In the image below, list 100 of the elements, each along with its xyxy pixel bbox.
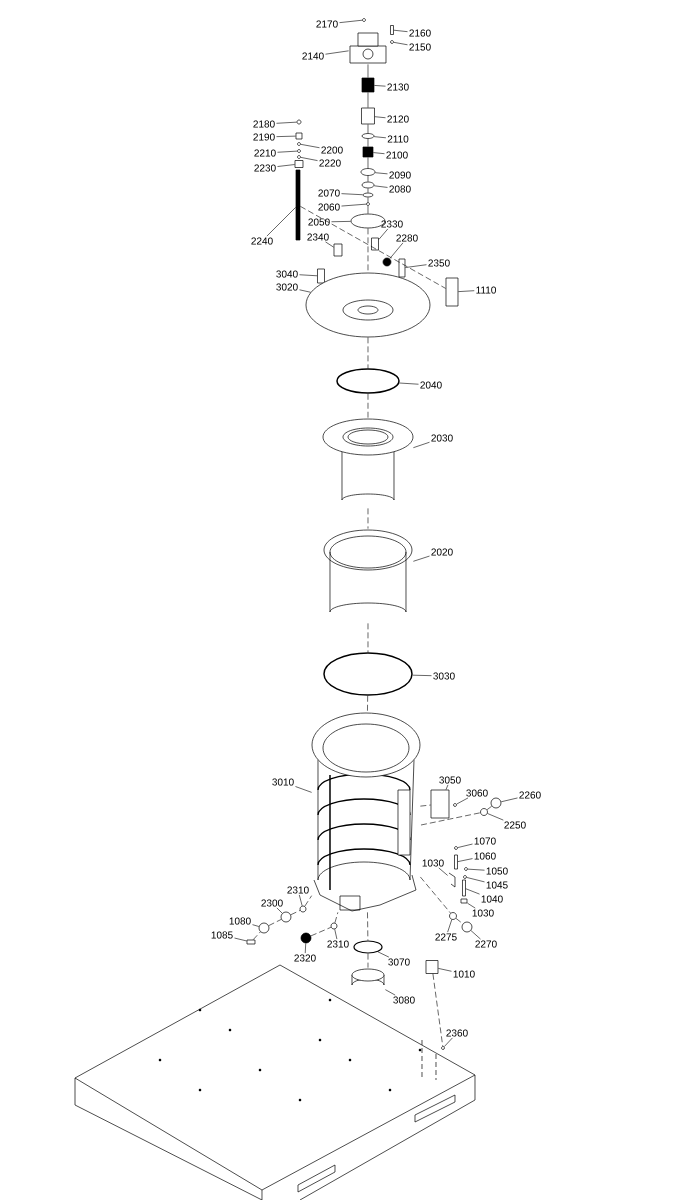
callout-number: 3070 — [388, 958, 410, 966]
fitting — [425, 960, 439, 974]
callout-number: 3050 — [439, 776, 461, 784]
pin — [462, 879, 466, 897]
callout-number: 2300 — [261, 899, 283, 907]
fitting — [296, 119, 302, 125]
o-ring — [361, 133, 375, 139]
callout-number: 2040 — [420, 381, 442, 389]
callout-number: 2275 — [435, 933, 457, 941]
leader-line — [500, 797, 518, 803]
callout-number: 3080 — [393, 996, 415, 1004]
center-line — [367, 188, 369, 193]
center-line — [420, 876, 451, 914]
callout-number: 1085 — [211, 931, 233, 939]
bracket — [448, 872, 456, 888]
callout-number: 2180 — [253, 120, 275, 128]
callout-number: 2320 — [294, 954, 316, 962]
center-line — [367, 157, 369, 169]
leader-line — [295, 786, 312, 793]
leader-line — [413, 441, 430, 448]
nut — [258, 922, 270, 934]
callout-number: 2200 — [321, 146, 343, 154]
sensor — [445, 277, 459, 307]
center-line — [367, 92, 369, 108]
valve-body — [349, 32, 387, 64]
leader-line — [466, 877, 485, 883]
leader-line — [456, 797, 469, 805]
o-ring — [330, 922, 338, 930]
callout-number: 1040 — [481, 895, 503, 903]
callout-number: 2030 — [431, 434, 453, 442]
callout-number: 2250 — [504, 821, 526, 829]
leader-line — [276, 907, 283, 914]
center-line — [367, 138, 369, 147]
leader-line — [445, 784, 449, 790]
leader-line — [276, 135, 296, 137]
center-line — [367, 623, 369, 653]
leader-line — [467, 902, 476, 909]
drain-cap — [351, 968, 385, 986]
leader-line — [389, 242, 404, 259]
callout-number: 1080 — [229, 917, 251, 925]
callout-number: 3040 — [276, 270, 298, 278]
cap — [300, 932, 312, 944]
bolt — [398, 258, 406, 278]
callout-number: 1060 — [474, 852, 496, 860]
cap — [382, 257, 392, 267]
callout-number: 2230 — [254, 164, 276, 172]
callout-number: 1110 — [476, 286, 496, 294]
center-line — [367, 175, 369, 182]
leader-line — [457, 858, 473, 862]
callout-number: 2280 — [396, 234, 418, 242]
callout-number: 1045 — [486, 881, 508, 889]
callout-number: 1050 — [486, 867, 508, 875]
o-ring — [336, 368, 400, 394]
callout-number: 1030 — [472, 909, 494, 917]
leader-line — [373, 152, 385, 154]
ferrule — [297, 142, 301, 146]
leader-line — [405, 264, 427, 268]
tube — [295, 169, 301, 241]
center-line — [367, 228, 369, 273]
nut — [295, 132, 303, 140]
ferrule — [297, 155, 301, 159]
nut — [280, 911, 292, 923]
callout-number: 2340 — [307, 233, 329, 241]
callout-number: 2060 — [318, 203, 340, 211]
leader-line — [465, 888, 480, 895]
leader-line — [276, 121, 297, 124]
callout-number: 2110 — [387, 135, 409, 143]
leader-line — [458, 290, 475, 292]
center-line — [304, 895, 312, 907]
leader-line — [443, 1037, 453, 1047]
screw — [362, 18, 366, 22]
callout-number: 1030 — [422, 859, 444, 867]
center-line — [300, 206, 446, 289]
leader-line — [377, 951, 390, 958]
callout-number: 2330 — [381, 220, 403, 228]
callout-number: 3060 — [466, 789, 488, 797]
callout-number: 2240 — [251, 237, 273, 245]
center-line — [367, 205, 369, 214]
pin — [390, 25, 394, 35]
leader-line — [334, 929, 338, 940]
leader-line — [374, 172, 388, 175]
center-line — [334, 912, 339, 924]
leader-line — [393, 42, 408, 46]
callout-number: 2070 — [318, 189, 340, 197]
o-ring — [362, 192, 374, 198]
leader-line — [413, 555, 430, 562]
washer — [361, 181, 375, 189]
pin — [441, 1046, 445, 1050]
valve-insert — [361, 107, 375, 125]
leader-line — [457, 843, 473, 848]
leader-line — [304, 943, 307, 954]
leader-line — [298, 894, 303, 907]
leader-line — [277, 164, 295, 167]
callout-number: 2080 — [389, 185, 411, 193]
center-line — [268, 919, 282, 926]
callout-number: 2270 — [475, 940, 497, 948]
pin — [454, 854, 458, 870]
plug — [333, 243, 343, 257]
callout-number: 2310 — [327, 940, 349, 948]
spring — [362, 146, 374, 158]
